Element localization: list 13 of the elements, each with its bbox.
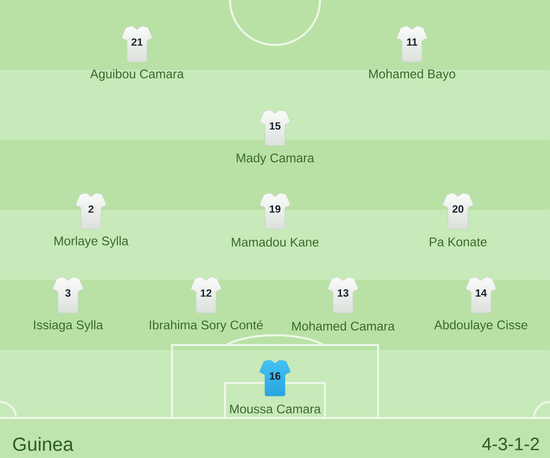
player-name: Pa Konate bbox=[430, 238, 487, 246]
player-name: Mohamed Camara bbox=[292, 321, 395, 331]
player-name: Aguibou Camara bbox=[90, 69, 184, 81]
player-name: Morlaye Sylla bbox=[54, 236, 128, 248]
player-name: Moussa Camara bbox=[230, 404, 321, 414]
player-name: Abdoulaye Cisse bbox=[434, 320, 528, 332]
player-name: Mohamed Bayo bbox=[369, 69, 456, 81]
player-name: Ibrahima Sory Conté bbox=[150, 320, 263, 332]
team-name: Guinea bbox=[13, 437, 74, 451]
player-name: Issiaga Sylla bbox=[34, 320, 104, 332]
formation-label: 4-3-1-2 bbox=[482, 438, 539, 450]
player-name: Mady Camara bbox=[236, 153, 314, 165]
player-name: Mamadou Kane bbox=[232, 237, 319, 247]
